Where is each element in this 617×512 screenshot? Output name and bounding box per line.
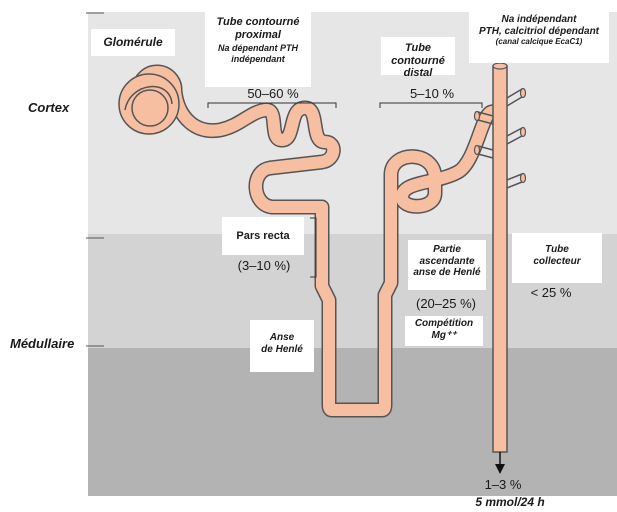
pct-collector: < 25 % bbox=[516, 285, 586, 300]
tcp-note1: Na dépendant PTH bbox=[205, 43, 311, 53]
collect-note-box: Na indépendant PTH, calcitriol dépendant… bbox=[469, 11, 609, 63]
excretion-arrow bbox=[495, 452, 505, 474]
cortex-label: Cortex bbox=[28, 100, 69, 115]
partie-line2: ascendante bbox=[408, 256, 486, 268]
glomerule-label: Glomérule bbox=[103, 35, 162, 49]
collect-note1: Na indépendant bbox=[469, 14, 609, 26]
collect-note2: PTH, calcitriol dépendant bbox=[469, 26, 609, 38]
glomerule-box: Glomérule bbox=[91, 29, 175, 56]
anse-box: Anse de Henlé bbox=[250, 320, 314, 372]
pct-pars-recta: (3–10 %) bbox=[228, 258, 300, 273]
tube-col-line1: Tube bbox=[512, 244, 602, 256]
pct-excreted: 1–3 % bbox=[478, 477, 528, 492]
partie-line1: Partie bbox=[408, 244, 486, 256]
footer-total: 5 mmol/24 h bbox=[445, 495, 575, 509]
pars-recta-box: Pars recta bbox=[222, 217, 304, 255]
anse-line1: Anse bbox=[250, 332, 314, 344]
partie-line3: anse de Henlé bbox=[408, 267, 486, 279]
tcp-line1: Tube contourné bbox=[205, 16, 311, 29]
competition-line2: Mg⁺⁺ bbox=[405, 330, 483, 342]
competition-line1: Compétition bbox=[405, 318, 483, 330]
pct-distal: 5–10 % bbox=[397, 86, 467, 101]
anse-line2: de Henlé bbox=[250, 344, 314, 356]
pct-proximal: 50–60 % bbox=[238, 86, 308, 101]
tcp-note2: indépendant bbox=[205, 54, 311, 64]
competition-box: Compétition Mg⁺⁺ bbox=[405, 316, 483, 346]
partie-box: Partie ascendante anse de Henlé bbox=[408, 240, 486, 290]
tcd-box: Tube contourné distal bbox=[381, 37, 455, 75]
bracket-distal bbox=[380, 103, 482, 108]
tcp-box: Tube contourné proximal Na dépendant PTH… bbox=[205, 12, 311, 87]
tcd-line2: distal bbox=[381, 67, 455, 80]
tcd-line1: Tube contourné bbox=[381, 42, 455, 67]
pct-ascending: (20–25 %) bbox=[404, 296, 488, 311]
pars-recta-label: Pars recta bbox=[236, 230, 289, 242]
glomerulus-shape bbox=[119, 74, 179, 134]
tube-collecteur-box: Tube collecteur bbox=[512, 233, 602, 283]
tube-col-line2: collecteur bbox=[512, 256, 602, 268]
zone-ticks bbox=[86, 13, 104, 346]
collect-note3: (canal calcique EcaC1) bbox=[469, 37, 609, 46]
medulla-label: Médullaire bbox=[10, 336, 74, 351]
tcp-line2: proximal bbox=[205, 29, 311, 42]
